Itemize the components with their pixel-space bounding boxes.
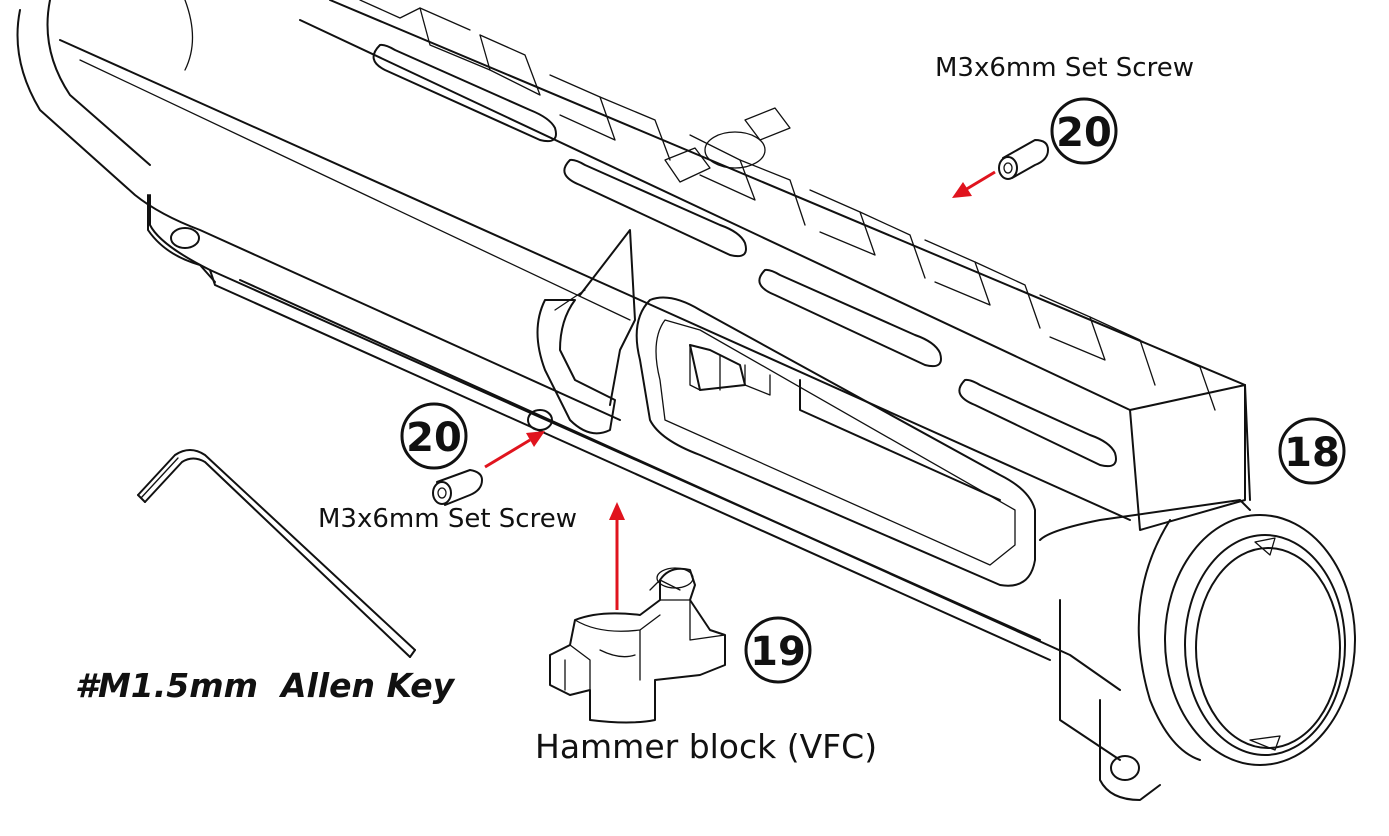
set-screw-side-drawing (432, 469, 483, 506)
arrow-screw-top (952, 170, 996, 198)
front-ring (1039, 499, 1356, 801)
set-screw-top-drawing (998, 139, 1049, 180)
callout-18-number: 18 (1284, 430, 1340, 476)
picatinny-rail (299, 0, 1251, 531)
ejection-port (635, 296, 1036, 587)
set-screw-top-label: M3x6mm Set Screw (935, 53, 1194, 83)
callout-19-number: 19 (750, 629, 806, 675)
callout-20-top-number: 20 (1056, 110, 1112, 156)
cutout (527, 229, 636, 435)
allen-key-drawing (137, 449, 416, 658)
side-slots (372, 43, 1117, 468)
hammer-block-drawing (549, 567, 726, 724)
arrow-screw-side (484, 431, 545, 469)
callout-19: 19 (744, 616, 812, 684)
hammer-block-label: Hammer block (VFC) (535, 727, 877, 766)
allen-key-label: #M1.5mm Allen Key (75, 666, 456, 705)
set-screw-side-label: M3x6mm Set Screw (318, 504, 577, 534)
callout-20-side: 20 (400, 402, 468, 470)
callout-20-top: 20 (1050, 97, 1118, 165)
callout-20-side-number: 20 (406, 415, 462, 461)
callout-18: 18 (1278, 417, 1346, 485)
upper-receiver-drawing (16, 0, 1356, 801)
arrow-hammer-block (609, 502, 625, 610)
